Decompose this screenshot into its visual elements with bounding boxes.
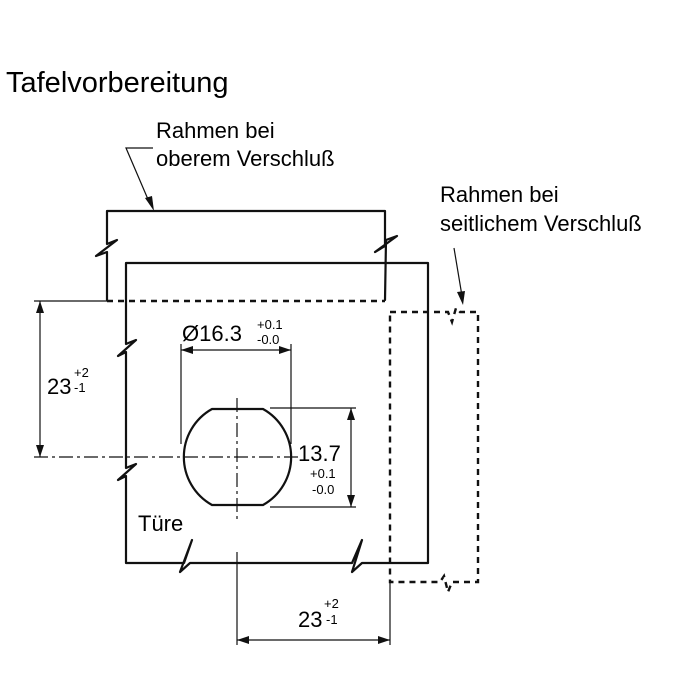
vertical-arrow-top bbox=[36, 301, 44, 313]
flat-arrow-top bbox=[347, 408, 355, 420]
diagram-title: Tafelvorbereitung bbox=[6, 67, 228, 99]
frame-side-label-line2: seitlichem Verschluß bbox=[440, 211, 642, 236]
frame-top-leader-arrow bbox=[145, 196, 154, 211]
diameter-value: Ø16.3 bbox=[182, 321, 242, 346]
side-frame-outline bbox=[388, 305, 480, 596]
frame-top-label-line2: oberem Verschluß bbox=[156, 146, 335, 171]
diameter-tol-upper: +0.1 bbox=[257, 317, 283, 332]
diameter-tol-lower: -0.0 bbox=[257, 332, 279, 347]
door-label: Türe bbox=[138, 511, 183, 536]
frame-top-label-line1: Rahmen bei bbox=[156, 118, 275, 143]
frame-side-label-line1: Rahmen bei bbox=[440, 182, 559, 207]
diameter-arrow-right bbox=[279, 346, 291, 354]
door-outline bbox=[116, 261, 430, 574]
top-frame-outline bbox=[94, 209, 399, 302]
diameter-arrow-left bbox=[181, 346, 193, 354]
vertical-value: 23 bbox=[47, 374, 71, 399]
vertical-arrow-bottom bbox=[36, 445, 44, 457]
vertical-tol-lower: -1 bbox=[74, 380, 86, 395]
vertical-tol-upper: +2 bbox=[74, 365, 89, 380]
frame-side-leader-arrow bbox=[457, 291, 465, 305]
horizontal-arrow-left bbox=[237, 636, 249, 644]
horizontal-arrow-right bbox=[378, 636, 390, 644]
flat-tol-lower: -0.0 bbox=[312, 482, 334, 497]
flat-arrow-bottom bbox=[347, 495, 355, 507]
horizontal-value: 23 bbox=[298, 607, 322, 632]
frame-side-leader bbox=[453, 247, 463, 297]
flat-tol-upper: +0.1 bbox=[310, 466, 336, 481]
horizontal-tol-upper: +2 bbox=[324, 596, 339, 611]
horizontal-tol-lower: -1 bbox=[326, 612, 338, 627]
frame-top-leader bbox=[125, 147, 153, 205]
cutout-shape bbox=[182, 407, 293, 507]
flat-value: 13.7 bbox=[298, 441, 341, 466]
